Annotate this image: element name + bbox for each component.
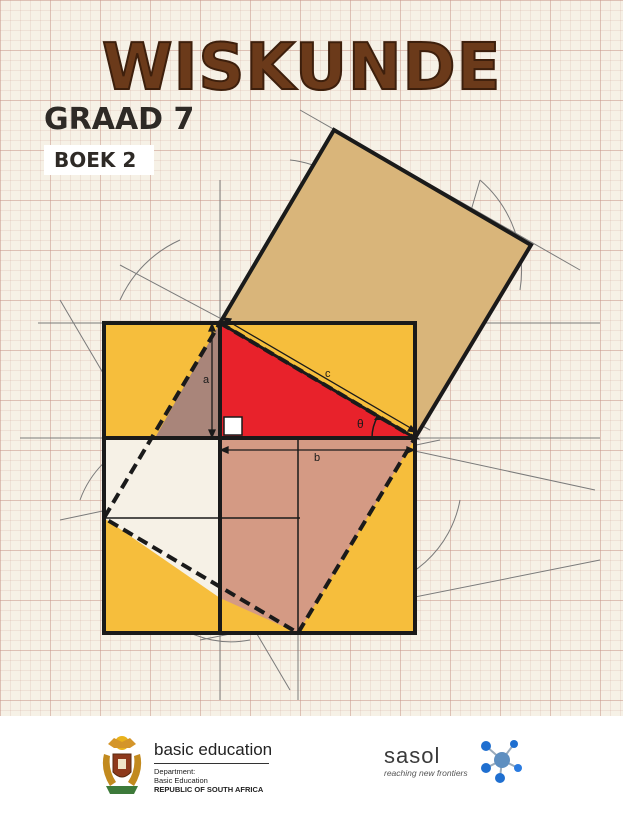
book-label: BOEK 2 bbox=[44, 145, 154, 175]
book-title: WISKUNDE bbox=[101, 30, 502, 106]
coat-of-arms-icon bbox=[102, 736, 142, 794]
dbe-divider bbox=[154, 763, 269, 764]
dbe-logo-text: basic education Department: Basic Educat… bbox=[154, 740, 272, 794]
label-c: c bbox=[325, 368, 331, 380]
dashed-square bbox=[101, 320, 418, 636]
dbe-name: basic education bbox=[154, 740, 273, 759]
sasol-logo-text: sasol reaching new frontiers bbox=[384, 743, 468, 779]
dbe-basic-education: Basic Education bbox=[154, 776, 208, 785]
grade-label: GRAAD 7 bbox=[44, 102, 195, 137]
dbe-department: Department: bbox=[154, 767, 196, 776]
footer bbox=[0, 716, 623, 822]
pythagoras-diagram: a b c θ bbox=[20, 109, 601, 700]
salmon-region bbox=[220, 438, 415, 633]
sasol-tagline: reaching new frontiers bbox=[384, 768, 468, 778]
label-b: b bbox=[314, 452, 320, 464]
label-a: a bbox=[203, 374, 210, 386]
dbe-country: REPUBLIC OF SOUTH AFRICA bbox=[154, 785, 264, 794]
right-angle-marker bbox=[223, 416, 243, 436]
sasol-molecule-icon bbox=[481, 740, 522, 783]
sasol-name: sasol bbox=[384, 743, 441, 768]
label-theta: θ bbox=[357, 417, 364, 431]
